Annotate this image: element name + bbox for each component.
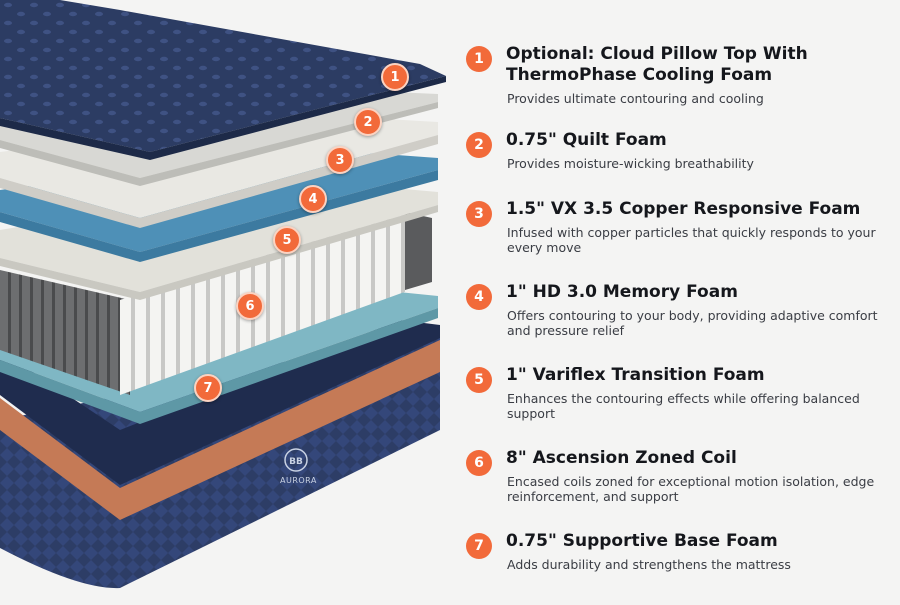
layer-number-badge: 4 (466, 284, 492, 310)
layer-description: Offers contouring to your body, providin… (507, 308, 878, 338)
layer-title: 1.5" VX 3.5 Copper Responsive Foam (506, 199, 861, 219)
layer-1-pillow-top (0, 0, 446, 152)
layer-6-coils-side (0, 270, 130, 395)
layer-marker-7: 7 (194, 374, 222, 402)
layer-number-badge: 6 (466, 450, 492, 476)
layer-description: Infused with copper particles that quick… (507, 225, 876, 255)
layer-6-coils-front (120, 210, 410, 395)
brand-emblem: BB (284, 448, 308, 472)
layer-title: 0.75" Quilt Foam (506, 130, 667, 150)
layer-title: 1" Variflex Transition Foam (506, 365, 765, 385)
layer-item-4: 4 1" HD 3.0 Memory Foam Offers contourin… (466, 282, 886, 338)
layer-item-7: 7 0.75" Supportive Base Foam Adds durabi… (466, 531, 886, 572)
brand-monogram: BB (289, 457, 303, 467)
layer-marker-4: 4 (299, 185, 327, 213)
layer-marker-2: 2 (354, 108, 382, 136)
mattress-layers-drawing: BB (0, 0, 446, 589)
layer-title: 8" Ascension Zoned Coil (506, 448, 737, 468)
layer-description: Enhances the contouring effects while of… (507, 391, 860, 421)
layer-description: Adds durability and strengthens the matt… (507, 557, 791, 572)
base-top (0, 320, 440, 485)
layer-number-badge: 1 (466, 46, 492, 72)
layer-number-badge: 3 (466, 201, 492, 227)
layer-title: 0.75" Supportive Base Foam (506, 531, 778, 551)
mattress-illustration: BB AURORA 1 2 3 4 5 6 7 (0, 0, 446, 589)
layer-number-badge: 2 (466, 132, 492, 158)
layer-number-badge: 5 (466, 367, 492, 393)
layer-marker-6: 6 (236, 292, 264, 320)
brand-label: AURORA (280, 476, 317, 485)
layer-title: 1" HD 3.0 Memory Foam (506, 282, 738, 302)
layer-item-1: 1 Optional: Cloud Pillow Top With Thermo… (466, 44, 886, 106)
layer-item-3: 3 1.5" VX 3.5 Copper Responsive Foam Inf… (466, 199, 886, 255)
layer-item-6: 6 8" Ascension Zoned Coil Encased coils … (466, 448, 886, 504)
layer-title: Optional: Cloud Pillow Top With ThermoPh… (506, 44, 808, 85)
layer-description: Encased coils zoned for exceptional moti… (507, 474, 875, 504)
layer-item-2: 2 0.75" Quilt Foam Provides moisture-wic… (466, 130, 886, 171)
layer-description: Provides ultimate contouring and cooling (507, 91, 764, 106)
layer-item-5: 5 1" Variflex Transition Foam Enhances t… (466, 365, 886, 421)
layer-marker-5: 5 (273, 226, 301, 254)
layer-number-badge: 7 (466, 533, 492, 559)
layer-marker-1: 1 (381, 63, 409, 91)
layer-marker-3: 3 (326, 146, 354, 174)
layer-description: Provides moisture-wicking breathability (507, 156, 754, 171)
